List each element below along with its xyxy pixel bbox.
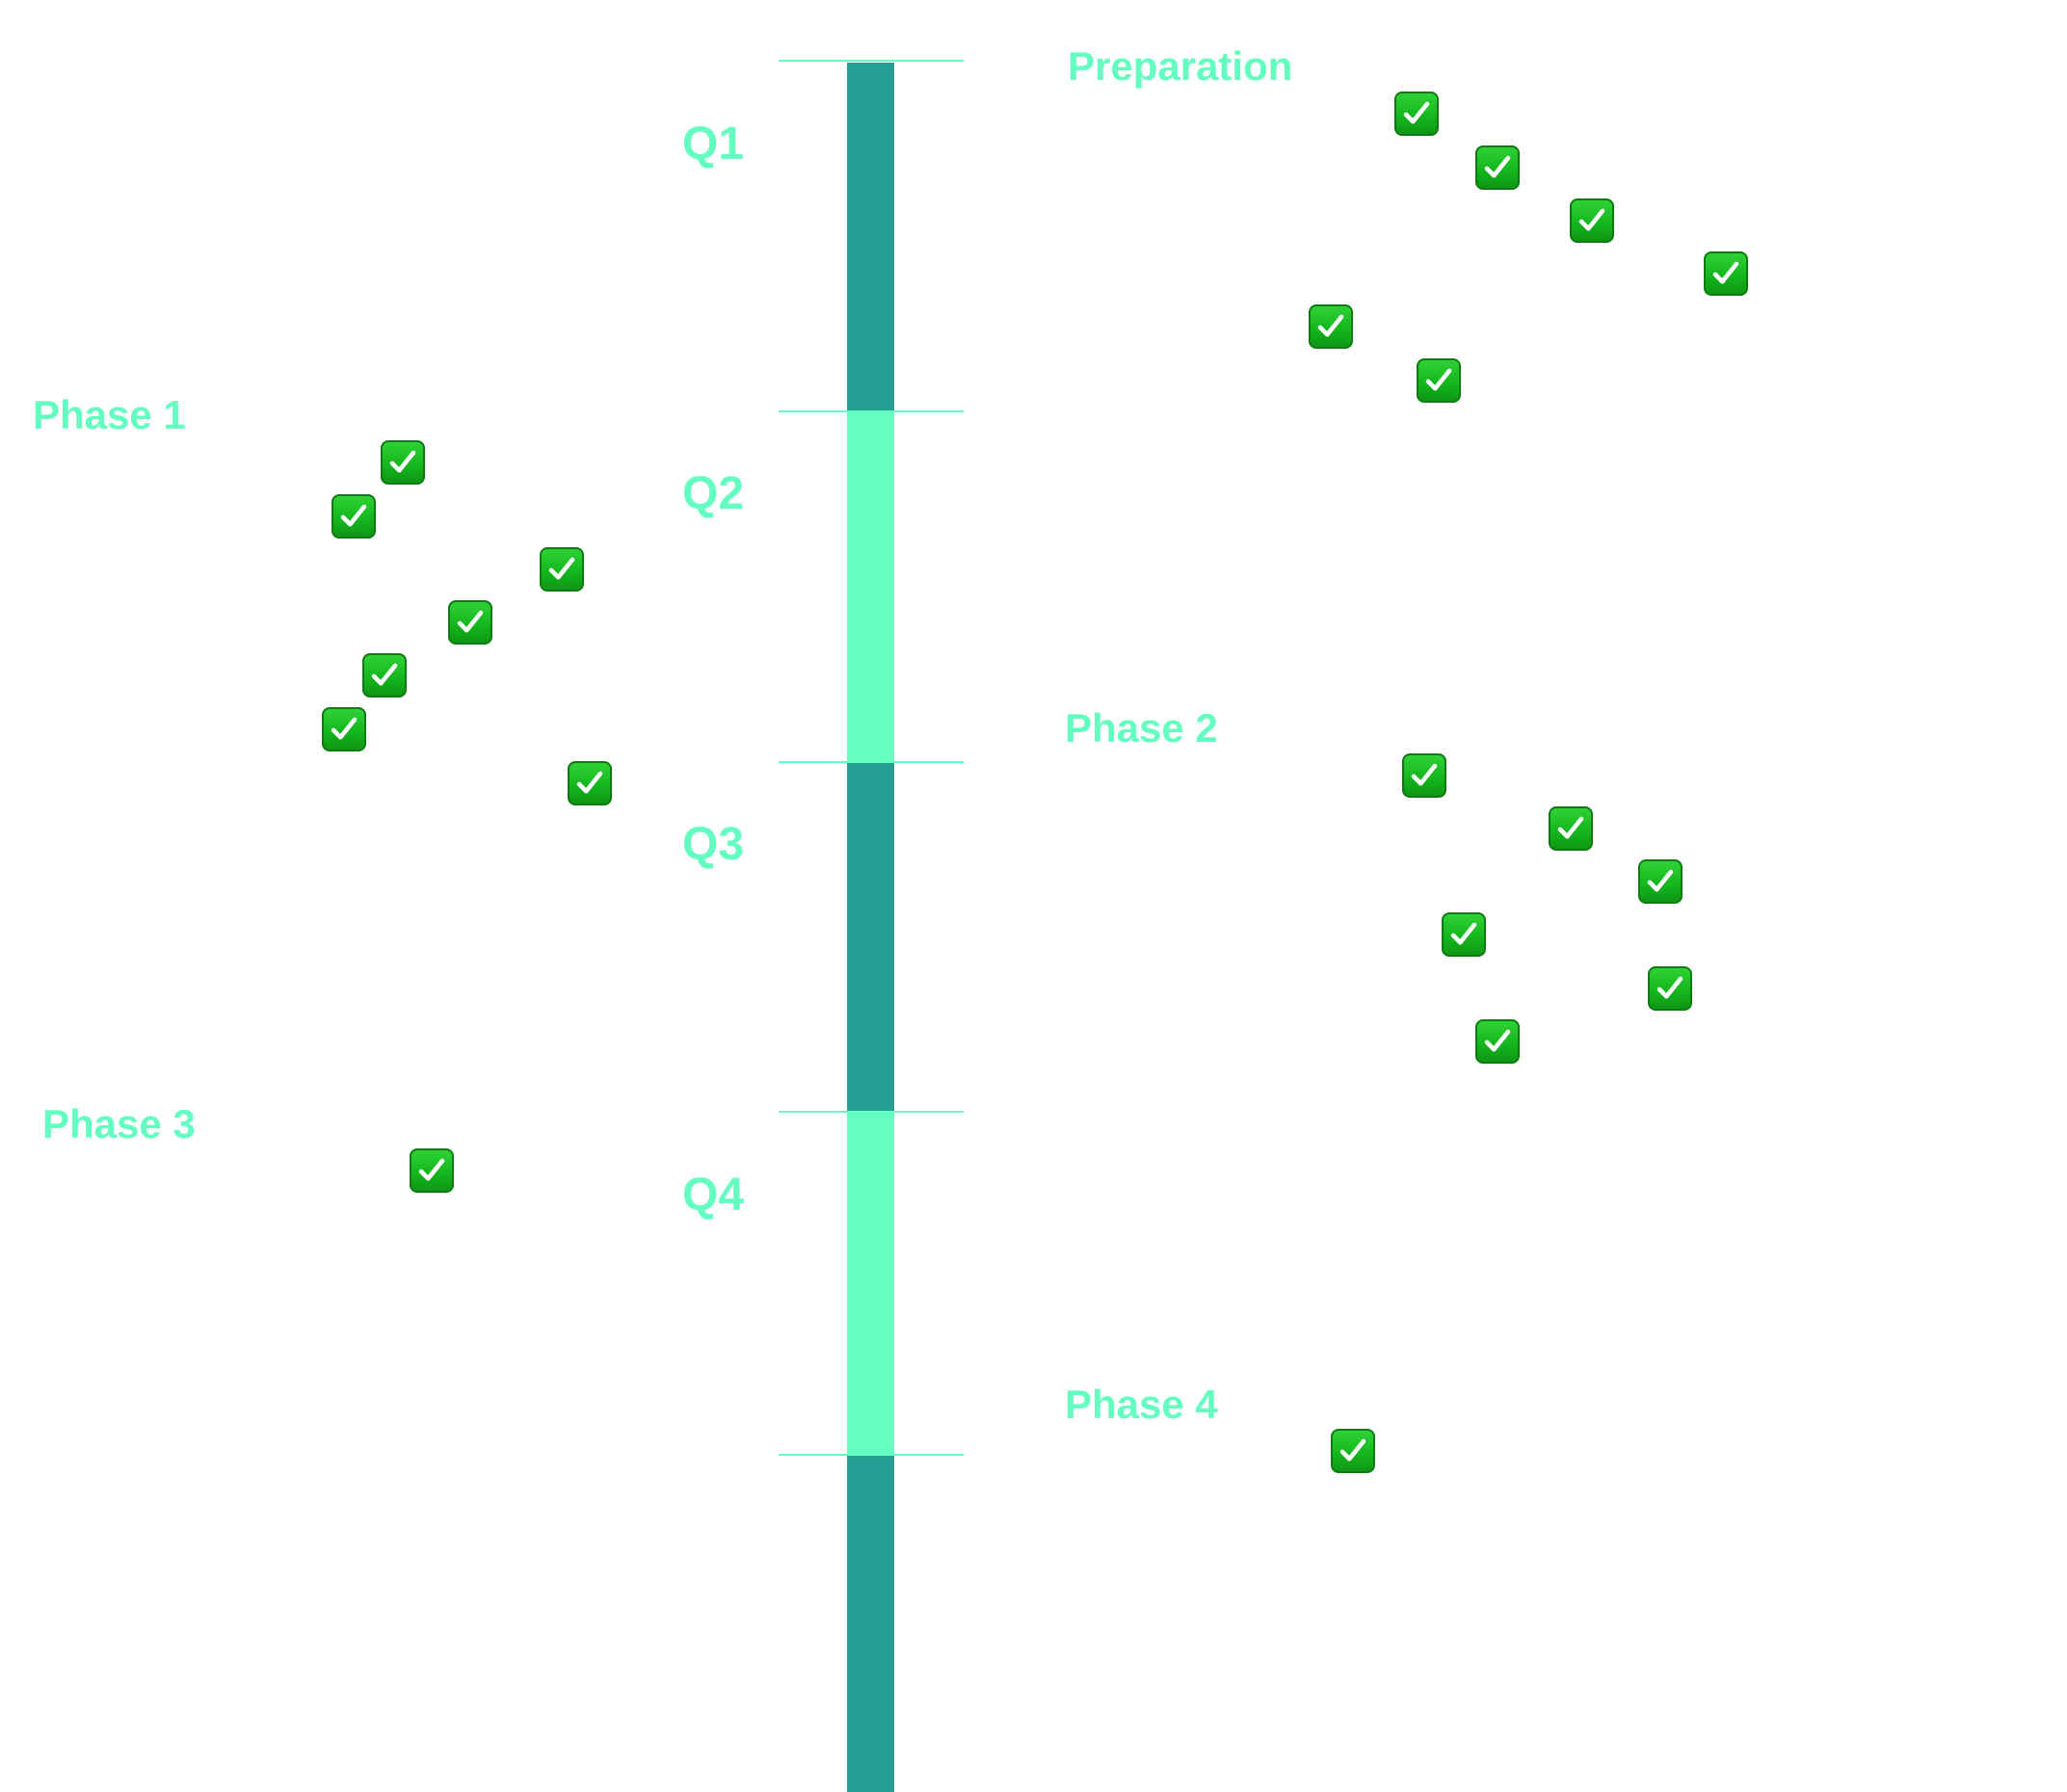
phase-title: Phase 3 <box>42 1101 196 1146</box>
phase-title: Preparation <box>1068 43 1293 89</box>
check-mark-icon <box>331 494 376 539</box>
check-mark-icon <box>1549 806 1593 851</box>
check-mark-icon <box>1638 859 1683 904</box>
check-mark-icon <box>1648 966 1692 1011</box>
check-mark-icon <box>381 440 425 485</box>
check-mark-icon <box>1475 145 1520 190</box>
timeline-tick <box>779 60 964 62</box>
timeline-segment <box>847 63 894 411</box>
phase-title: Phase 2 <box>1065 705 1218 751</box>
check-mark-icon <box>1394 92 1439 136</box>
check-mark-icon <box>1417 358 1461 403</box>
timeline-tick <box>779 1111 964 1113</box>
phase-title: Phase 1 <box>33 392 186 437</box>
check-mark-icon <box>540 547 584 592</box>
quarter-label: Q4 <box>682 1170 745 1221</box>
timeline-segment <box>847 1111 894 1455</box>
check-mark-icon <box>1402 753 1446 798</box>
timeline-tick <box>779 761 964 763</box>
timeline-segment <box>847 762 894 1111</box>
timeline-segment <box>847 411 894 762</box>
check-mark-icon <box>1309 304 1353 349</box>
quarter-label: Q1 <box>682 119 745 170</box>
check-mark-icon <box>448 600 492 645</box>
check-mark-icon <box>362 653 407 698</box>
quarter-label: Q2 <box>682 468 745 519</box>
check-mark-icon <box>568 761 612 805</box>
quarter-label: Q3 <box>682 819 745 870</box>
check-mark-icon <box>1704 251 1748 296</box>
timeline-tick <box>779 410 964 412</box>
phase-title: Phase 4 <box>1065 1382 1218 1427</box>
check-mark-icon <box>322 707 366 751</box>
check-mark-icon <box>1442 912 1486 957</box>
timeline-segment <box>847 1455 894 1792</box>
check-mark-icon <box>1570 198 1614 243</box>
timeline-tick <box>779 1454 964 1456</box>
check-mark-icon <box>1475 1019 1520 1064</box>
check-mark-icon <box>410 1148 454 1193</box>
check-mark-icon <box>1331 1429 1375 1473</box>
